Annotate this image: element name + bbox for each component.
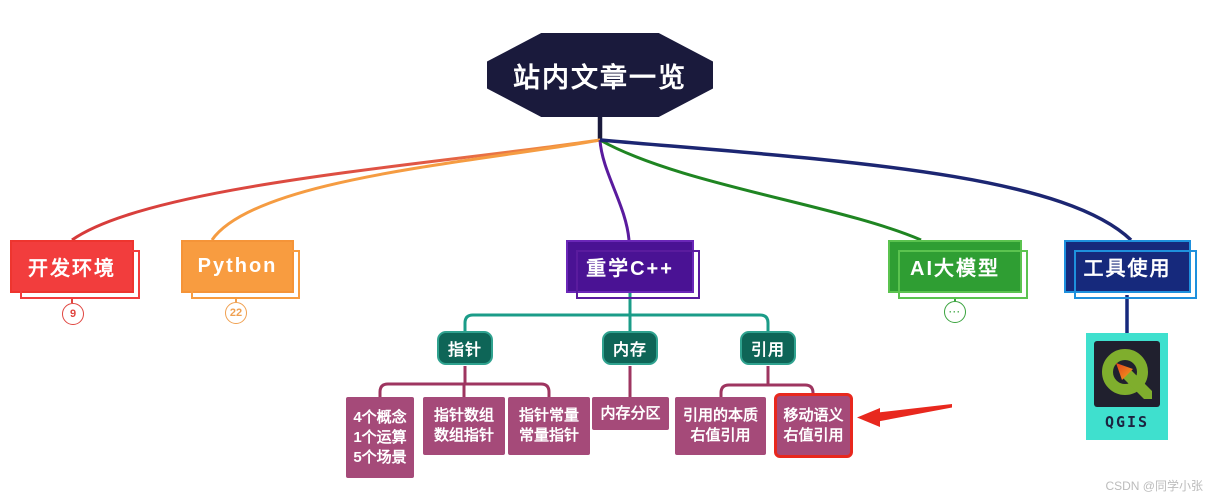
root-label: 站内文章一览 [513,62,687,93]
badge-ai-ellipsis[interactable]: ··· [944,301,966,323]
qgis-logo-icon [1094,341,1160,407]
curve-python [210,138,601,241]
leaf-pointer-concepts[interactable]: 4个概念 1个运算 5个场景 [346,397,414,478]
watermark: CSDN @同学小张 [1105,479,1203,493]
branch-python-label: Python [197,255,278,277]
leaf-move-semantics-highlighted[interactable]: 移动语义 右值引用 [774,393,853,458]
root-node[interactable]: 站内文章一览 [487,33,713,117]
branch-tools[interactable]: 工具使用 [1064,240,1197,299]
branch-ai-label: AI大模型 [910,258,1000,280]
leaf-line: 移动语义 [783,406,844,424]
leaf-line: 1个运算 [353,428,407,446]
node-pointer[interactable]: 指针 [437,331,493,365]
badge-dev-env-count[interactable]: 9 [62,303,84,325]
leaf-pointer-array[interactable]: 指针数组 数组指针 [423,397,505,455]
leaf-line: 右值引用 [690,427,751,444]
node-pointer-label: 指针 [447,342,482,359]
leaf-pointer-const[interactable]: 指针常量 常量指针 [508,397,590,455]
connector-cpp-children [463,293,770,332]
node-reference[interactable]: 引用 [740,331,796,365]
curve-tools [599,138,1133,242]
curve-dev-env [71,138,601,242]
qgis-logo-tip [1116,363,1133,380]
reference-bar [719,383,815,397]
leaf-reference-essence[interactable]: 引用的本质 右值引用 [675,397,766,455]
badge-python-value: 22 [229,307,243,319]
curve-cpp [598,139,631,241]
cpp-bar [463,313,770,332]
connector-reference-leaves [719,366,815,397]
leaf-line: 引用的本质 [682,407,758,424]
node-memory[interactable]: 内存 [602,331,658,365]
branch-cpp-label: 重学C++ [586,258,674,280]
leaf-line: 右值引用 [783,426,844,444]
branch-python[interactable]: Python [181,240,300,299]
qgis-logo-ring [1102,349,1148,395]
qgis-logo-tail [1122,369,1152,399]
leaf-line: 4个概念 [353,408,407,426]
leaf-line: 数组指针 [433,427,494,444]
leaf-line: 指针数组 [433,407,494,424]
branch-dev-env-label: 开发环境 [28,258,116,280]
connector-pointer-leaves [378,366,551,397]
leaf-line: 指针常量 [518,407,579,424]
badge-dev-env-value: 9 [69,308,77,320]
highlight-arrow-icon [857,404,952,427]
badge-python-count[interactable]: 22 [225,302,247,324]
leaf-memory-partition[interactable]: 内存分区 [592,397,669,430]
leaf-line: 5个场景 [353,448,407,466]
arrow-head [857,408,880,427]
arrow-shaft [878,404,952,422]
curve-ai [599,138,922,242]
leaf-line: 内存分区 [600,404,661,422]
leaf-line: 常量指针 [518,427,579,444]
branch-tools-label: 工具使用 [1083,258,1172,280]
branch-dev-env[interactable]: 开发环境 [10,240,140,299]
node-reference-label: 引用 [750,342,785,359]
badge-ai-value: ··· [949,307,961,317]
node-qgis[interactable]: QGIS [1086,333,1168,440]
qgis-label: QGIS [1104,413,1150,431]
branch-ai[interactable]: AI大模型 [888,240,1028,299]
branch-cpp[interactable]: 重学C++ [566,240,700,299]
node-memory-label: 内存 [612,342,647,359]
